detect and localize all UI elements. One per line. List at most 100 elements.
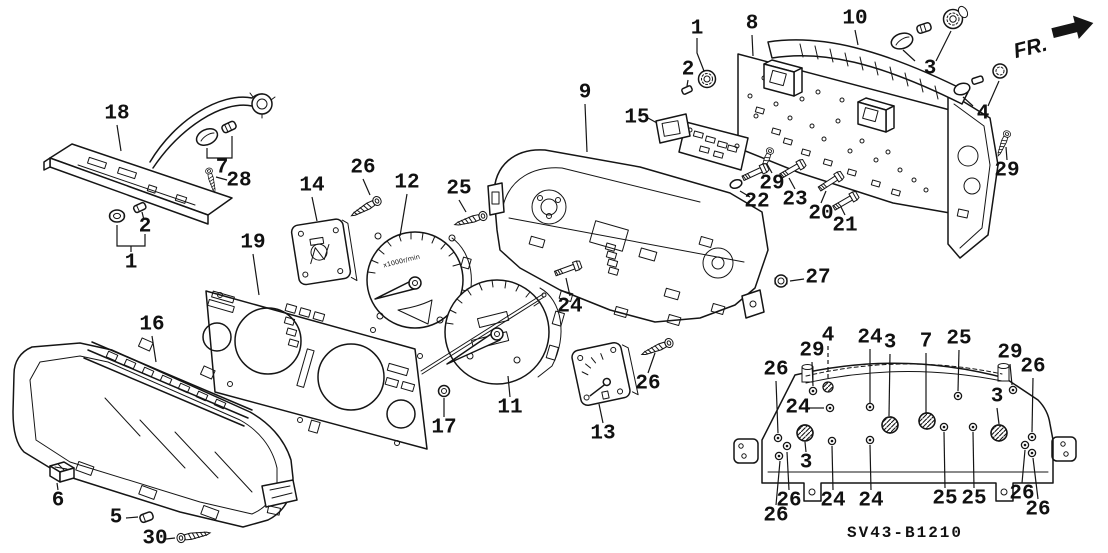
bulb-hole-center	[1030, 435, 1034, 439]
callout-leader	[686, 79, 689, 87]
callout-26: 26	[350, 157, 375, 180]
bolt-21	[831, 190, 861, 213]
bulb-hole-center	[785, 444, 789, 448]
callout-leader	[775, 380, 779, 434]
callout-leader	[1031, 377, 1034, 433]
callout-leader	[775, 460, 781, 506]
callout-7: 7	[920, 331, 933, 354]
screw-26	[639, 336, 675, 360]
lens-connector	[261, 479, 298, 516]
sub-panel-bracket	[655, 113, 749, 171]
callout-26: 26	[1009, 483, 1034, 506]
socket-1-top	[697, 69, 717, 89]
callout-leader	[786, 451, 790, 491]
clip-6	[49, 461, 75, 483]
bulb-hole-center	[942, 425, 946, 429]
bulb-hole-center	[811, 389, 815, 393]
callout-27: 27	[805, 267, 830, 290]
nut-22-collar	[729, 178, 743, 190]
callout-6: 6	[52, 490, 65, 513]
callout-leader	[1005, 146, 1008, 161]
bulb-hole-center	[776, 436, 780, 440]
callout-29: 29	[997, 342, 1022, 365]
callout-leader	[141, 211, 145, 221]
callout-leader	[840, 206, 846, 216]
callout-30: 30	[142, 528, 167, 551]
callout-28: 28	[226, 170, 251, 193]
callout-leader	[957, 349, 960, 392]
bulb-hole-center	[828, 406, 832, 410]
fr-label: FR.	[1011, 33, 1049, 64]
tachometer-gauge: x1000r/min	[366, 231, 472, 329]
callout-leader	[996, 407, 1000, 425]
callout-26: 26	[763, 359, 788, 382]
callout-leader	[804, 441, 807, 453]
garnish-harness-assembly	[43, 92, 276, 225]
bulb-7-pair	[195, 120, 237, 146]
callout-leader	[647, 352, 656, 374]
screw-29	[994, 129, 1013, 158]
small-screw-head-circle	[822, 381, 834, 393]
board-connector-block	[857, 97, 895, 133]
callout-17: 17	[431, 417, 456, 440]
callout-26: 26	[776, 490, 801, 513]
callout-26: 26	[1025, 499, 1050, 522]
bulb-hole-center	[971, 425, 975, 429]
callout-25: 25	[932, 488, 957, 511]
callout-3: 3	[884, 332, 897, 355]
bulb-hole-center	[830, 439, 834, 443]
screw-head-hatch	[796, 424, 814, 442]
callout-9: 9	[579, 82, 592, 105]
callout-leader	[647, 117, 658, 124]
bulb-2-left	[132, 201, 147, 214]
callout-leader	[869, 444, 872, 491]
screw-head-hatch	[918, 412, 936, 430]
bulb-2-top	[681, 85, 693, 95]
callout-24: 24	[858, 490, 883, 513]
callout-29: 29	[994, 160, 1019, 183]
callout-1: 1	[125, 252, 138, 275]
callout-leader	[206, 136, 233, 159]
callout-11: 11	[497, 397, 522, 420]
callout-leader	[972, 431, 975, 489]
nut-1-left	[108, 209, 126, 223]
bulb-hole-center	[1030, 451, 1034, 455]
bulb-hole-center	[868, 438, 872, 442]
callout-2: 2	[139, 216, 152, 239]
callout-leader	[399, 193, 408, 237]
screw-26	[348, 194, 384, 221]
callout-leader	[854, 29, 859, 46]
speedometer-gauge	[420, 279, 565, 385]
nut-17	[437, 384, 451, 398]
callout-leader	[943, 431, 946, 489]
callout-leader	[987, 80, 1000, 107]
rear-cover	[767, 39, 999, 259]
callout-leader	[789, 278, 805, 282]
callout-leader	[125, 516, 139, 519]
callout-3: 3	[924, 58, 937, 81]
callout-25: 25	[446, 178, 471, 201]
callout-leader	[1032, 457, 1039, 500]
callout-20: 20	[808, 203, 833, 226]
callout-22: 22	[744, 191, 769, 214]
callout-leader	[458, 199, 467, 213]
callout-leader	[584, 103, 588, 153]
callout-leader	[696, 38, 705, 72]
callout-15: 15	[624, 107, 649, 130]
callout-leader	[311, 196, 318, 222]
callout-3: 3	[991, 386, 1004, 409]
callout-leader	[751, 34, 754, 57]
bulb-hole-center	[1023, 443, 1027, 447]
callout-leader	[507, 375, 511, 398]
callout-leader	[820, 190, 827, 204]
visor-lens-assembly	[12, 337, 298, 528]
meter-faceplate	[202, 290, 428, 450]
callout-leader	[811, 361, 814, 387]
callout-leader	[788, 177, 796, 190]
bulb-hole-center	[1011, 388, 1015, 392]
callout-10: 10	[842, 8, 867, 31]
callout-leader	[362, 178, 371, 196]
callout-leader	[151, 335, 157, 363]
callout-26: 26	[763, 505, 788, 528]
